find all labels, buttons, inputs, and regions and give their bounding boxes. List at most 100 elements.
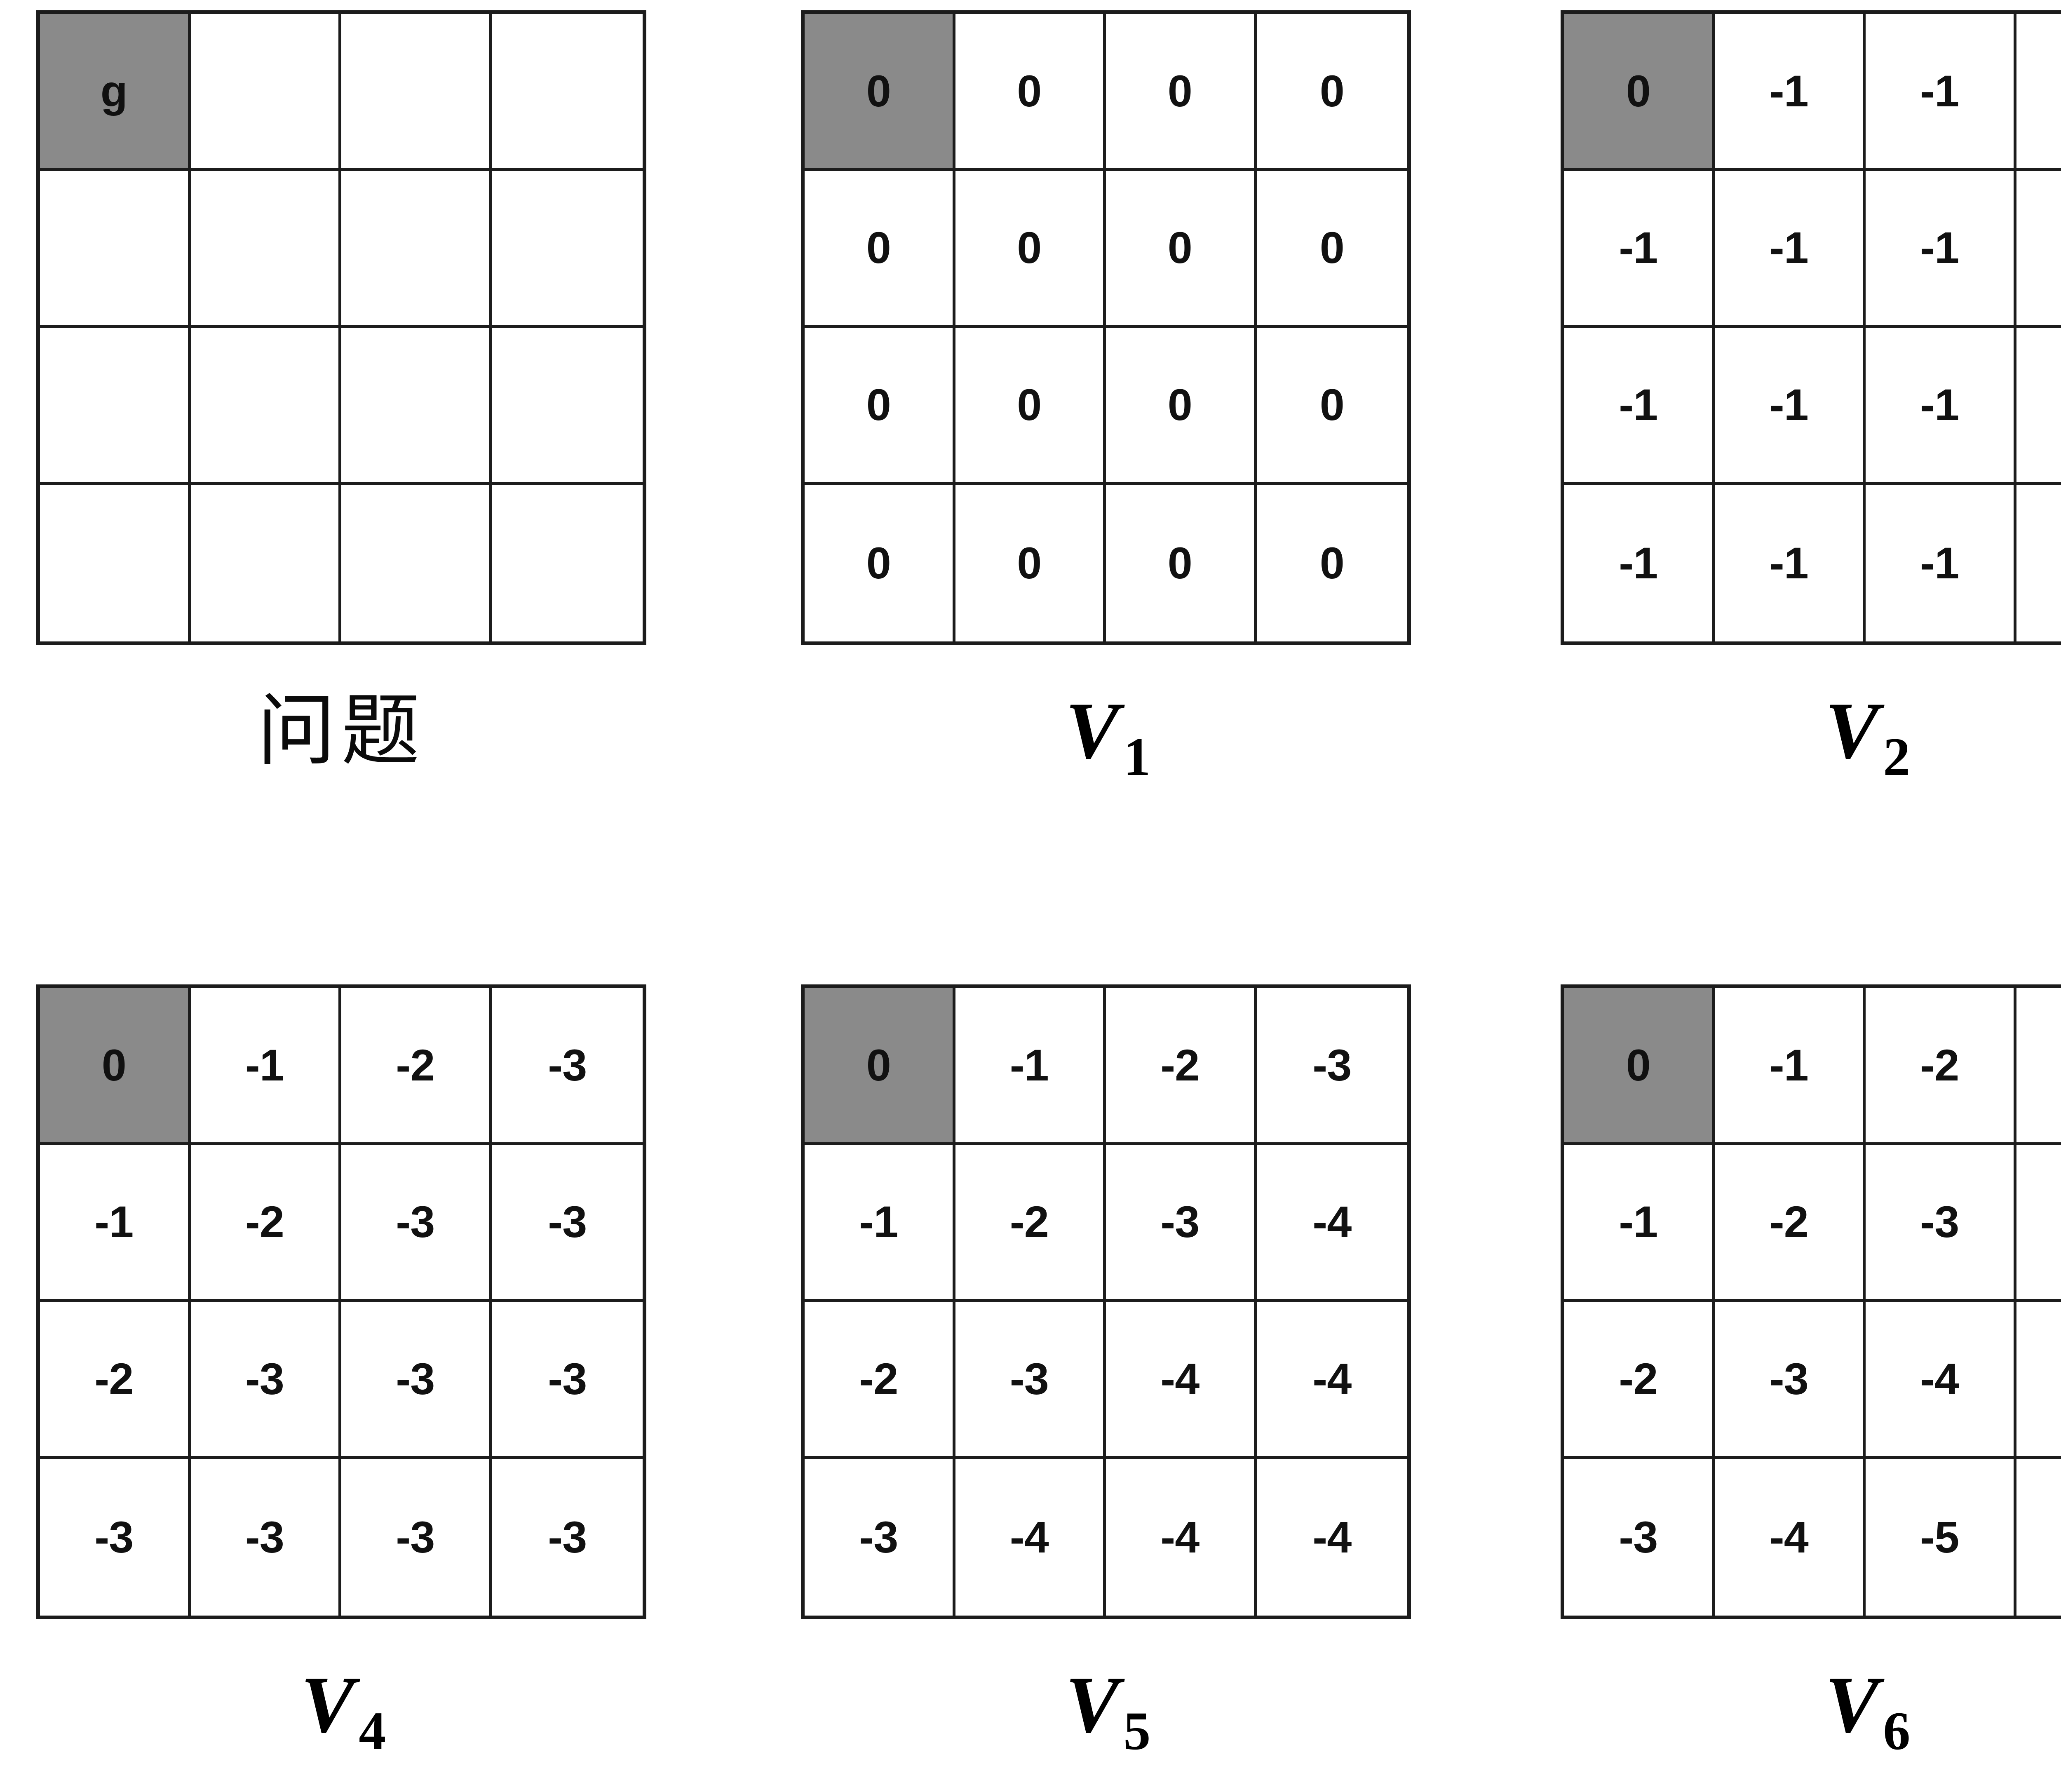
- grid-cell-v2-r1c3: -1: [2016, 171, 2061, 328]
- grid-cell-problem-r0c1: [191, 14, 342, 171]
- grid-cell-v4-r1c1: -2: [191, 1145, 342, 1302]
- grid-cell-v2-r0c3: -1: [2016, 14, 2061, 171]
- grid-cell-v4-r2c1: -3: [191, 1302, 342, 1459]
- grid-cell-v6-r1c3: -4: [2016, 1145, 2061, 1302]
- grid-cell-v4-r3c3: -3: [492, 1459, 643, 1616]
- grid-caption-problem: 问题: [36, 669, 646, 793]
- grid-cell-v1-r3c0: 0: [805, 485, 955, 642]
- caption-symbol-v1: V: [1066, 686, 1120, 775]
- grid-cell-problem-r3c2: [341, 485, 492, 642]
- grid-cell-problem-r2c3: [492, 328, 643, 485]
- grid-cell-v2-r1c1: -1: [1715, 171, 1866, 328]
- grid-cell-v4-r0c0: 0: [40, 988, 191, 1145]
- grid-cell-v5-r3c1: -4: [955, 1459, 1106, 1616]
- grid-cell-v2-r1c2: -1: [1866, 171, 2016, 328]
- value-grid-v4: 0-1-2-3-1-2-3-3-2-3-3-3-3-3-3-3: [36, 984, 646, 1619]
- grid-cell-v6-r2c1: -3: [1715, 1302, 1866, 1459]
- grid-cell-v1-r1c1: 0: [955, 171, 1106, 328]
- grid-cell-v6-r2c2: -4: [1866, 1302, 2016, 1459]
- caption-symbol-v6: V: [1825, 1660, 1879, 1750]
- grid-cell-v6-r2c3: -5: [2016, 1302, 2061, 1459]
- value-grid-problem: g: [36, 10, 646, 645]
- grid-cell-v4-r2c0: -2: [40, 1302, 191, 1459]
- grid-cell-v1-r3c1: 0: [955, 485, 1106, 642]
- grid-cell-v5-r3c2: -4: [1106, 1459, 1257, 1616]
- grid-cell-v2-r0c0: 0: [1564, 14, 1715, 171]
- grid-cell-v4-r1c0: -1: [40, 1145, 191, 1302]
- grid-cell-v2-r3c0: -1: [1564, 485, 1715, 642]
- grid-cell-v5-r2c2: -4: [1106, 1302, 1257, 1459]
- grid-cell-v5-r1c0: -1: [805, 1145, 955, 1302]
- grid-caption-v2: V2: [1561, 669, 2061, 793]
- grid-cell-v2-r3c3: -1: [2016, 485, 2061, 642]
- caption-subscript-v1: 1: [1123, 726, 1150, 787]
- grid-cell-problem-r2c1: [191, 328, 342, 485]
- grid-cell-v6-r1c0: -1: [1564, 1145, 1715, 1302]
- grid-cell-v4-r3c0: -3: [40, 1459, 191, 1616]
- grid-cell-v5-r1c1: -2: [955, 1145, 1106, 1302]
- grid-cell-v1-r3c3: 0: [1257, 485, 1408, 642]
- grid-cell-problem-r2c2: [341, 328, 492, 485]
- grid-cell-v6-r3c0: -3: [1564, 1459, 1715, 1616]
- grid-cell-problem-r0c2: [341, 14, 492, 171]
- grid-cell-v6-r3c3: -5: [2016, 1459, 2061, 1616]
- grid-cell-v2-r3c1: -1: [1715, 485, 1866, 642]
- grid-cell-problem-r3c3: [492, 485, 643, 642]
- grid-cell-v1-r0c2: 0: [1106, 14, 1257, 171]
- grid-cell-v5-r0c2: -2: [1106, 988, 1257, 1145]
- grid-cell-v6-r0c1: -1: [1715, 988, 1866, 1145]
- grid-cell-v6-r2c0: -2: [1564, 1302, 1715, 1459]
- grid-cell-problem-r2c0: [40, 328, 191, 485]
- grid-caption-v5: V5: [801, 1643, 1411, 1767]
- grid-cell-v1-r2c2: 0: [1106, 328, 1257, 485]
- grid-cell-v1-r0c1: 0: [955, 14, 1106, 171]
- grid-cell-v6-r3c1: -4: [1715, 1459, 1866, 1616]
- grid-cell-v6-r0c2: -2: [1866, 988, 2016, 1145]
- grid-cell-v6-r0c3: -3: [2016, 988, 2061, 1145]
- grid-cell-v5-r3c0: -3: [805, 1459, 955, 1616]
- grid-cell-v1-r1c0: 0: [805, 171, 955, 328]
- grid-cell-v1-r2c1: 0: [955, 328, 1106, 485]
- grid-cell-v2-r0c1: -1: [1715, 14, 1866, 171]
- grid-caption-v6: V6: [1561, 1643, 2061, 1767]
- grid-cell-v4-r2c2: -3: [341, 1302, 492, 1459]
- grid-cell-v4-r1c3: -3: [492, 1145, 643, 1302]
- grid-cell-v2-r0c2: -1: [1866, 14, 2016, 171]
- grid-panel-v2: 0-1-1-1-1-1-1-1-1-1-1-1-1-1-1-1V2: [1561, 10, 2061, 793]
- value-grid-v6: 0-1-2-3-1-2-3-4-2-3-4-5-3-4-5-5: [1561, 984, 2061, 1619]
- grid-cell-v2-r1c0: -1: [1564, 171, 1715, 328]
- grid-cell-problem-r1c2: [341, 171, 492, 328]
- grid-cell-v2-r2c1: -1: [1715, 328, 1866, 485]
- caption-text-problem: 问题: [257, 685, 425, 776]
- caption-symbol-v4: V: [301, 1660, 355, 1750]
- grid-cell-v1-r1c2: 0: [1106, 171, 1257, 328]
- grid-cell-problem-r0c0: g: [40, 14, 191, 171]
- value-grid-v2: 0-1-1-1-1-1-1-1-1-1-1-1-1-1-1-1: [1561, 10, 2061, 645]
- caption-symbol-v5: V: [1066, 1660, 1120, 1750]
- grid-cell-v5-r1c3: -4: [1257, 1145, 1408, 1302]
- grid-cell-v1-r1c3: 0: [1257, 171, 1408, 328]
- grid-cell-v2-r2c3: -1: [2016, 328, 2061, 485]
- caption-subscript-v4: 4: [359, 1700, 386, 1761]
- grid-cell-v2-r3c2: -1: [1866, 485, 2016, 642]
- grid-cell-v4-r2c3: -3: [492, 1302, 643, 1459]
- grid-cell-v6-r0c0: 0: [1564, 988, 1715, 1145]
- value-grid-v5: 0-1-2-3-1-2-3-4-2-3-4-4-3-4-4-4: [801, 984, 1411, 1619]
- caption-subscript-v6: 6: [1883, 1700, 1910, 1761]
- grid-cell-problem-r3c1: [191, 485, 342, 642]
- grid-cell-v4-r0c1: -1: [191, 988, 342, 1145]
- grid-cell-v6-r1c1: -2: [1715, 1145, 1866, 1302]
- grid-cell-problem-r3c0: [40, 485, 191, 642]
- grid-cell-v5-r1c2: -3: [1106, 1145, 1257, 1302]
- grid-panel-problem: g 问题: [36, 10, 650, 793]
- grid-cell-problem-r1c3: [492, 171, 643, 328]
- grid-cell-v1-r2c0: 0: [805, 328, 955, 485]
- grid-cell-v5-r0c1: -1: [955, 988, 1106, 1145]
- grid-cell-v4-r0c3: -3: [492, 988, 643, 1145]
- caption-subscript-v2: 2: [1883, 726, 1910, 787]
- grid-cell-v6-r3c2: -5: [1866, 1459, 2016, 1616]
